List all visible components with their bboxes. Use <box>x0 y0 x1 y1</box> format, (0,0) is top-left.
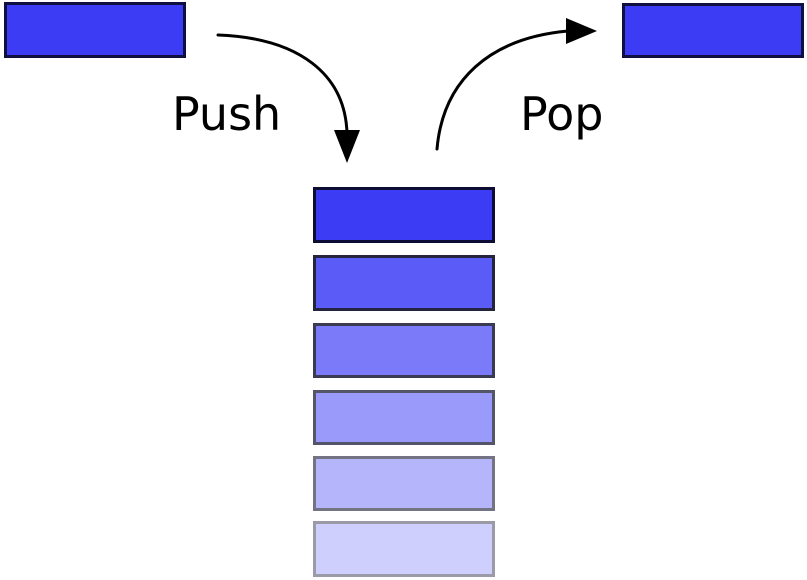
stack-item <box>313 255 495 311</box>
outgoing-element-box <box>622 3 804 58</box>
stack-item <box>313 390 495 445</box>
push-arrow-head <box>334 130 360 163</box>
pop-label: Pop <box>520 87 604 141</box>
stack-item <box>313 323 495 378</box>
stack-item <box>313 456 495 511</box>
push-label: Push <box>172 87 282 141</box>
pop-arrow-head <box>566 18 597 44</box>
incoming-element-box <box>4 2 186 58</box>
stack-item <box>313 187 495 243</box>
stack-item <box>313 521 495 577</box>
